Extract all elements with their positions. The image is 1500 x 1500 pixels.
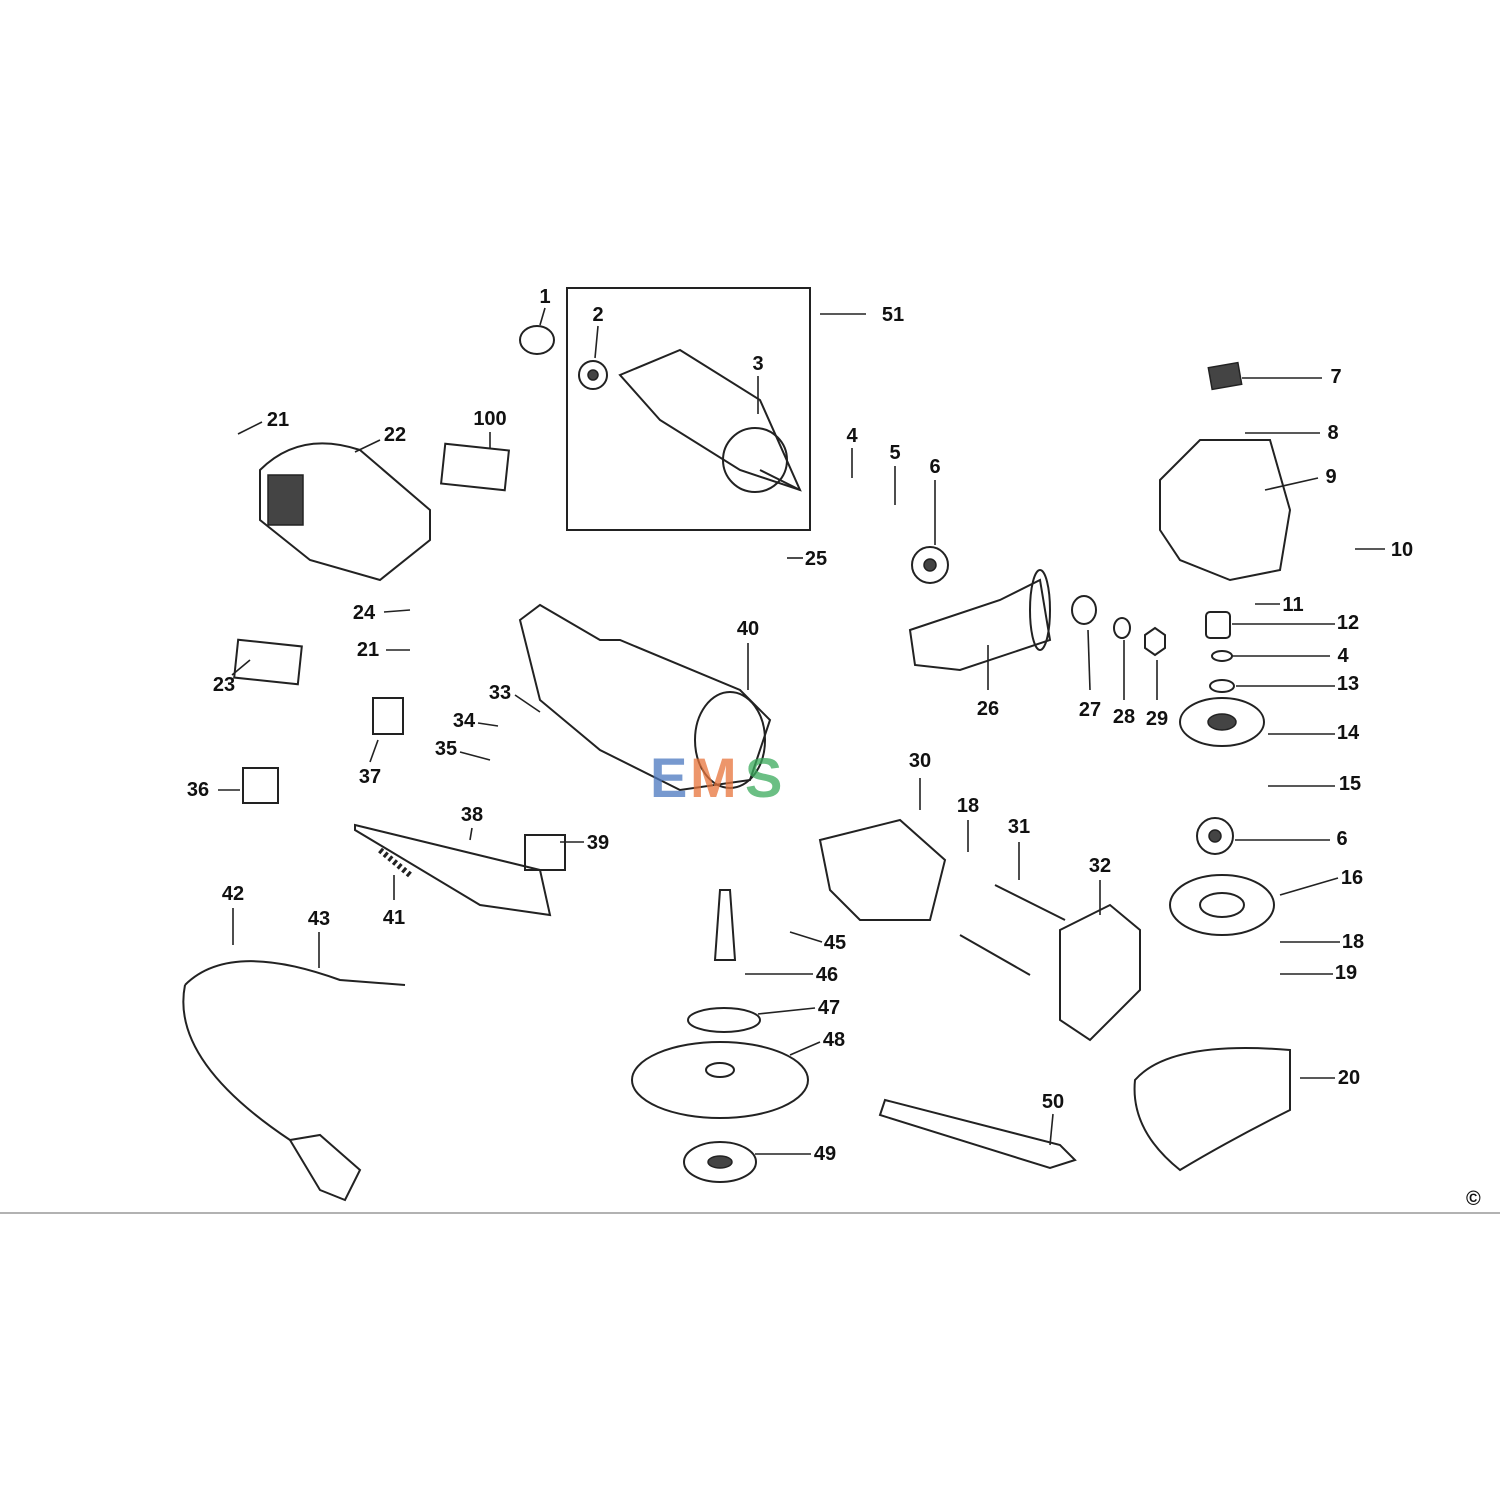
svg-text:M: M	[690, 746, 737, 809]
part-number-label: 10	[1391, 539, 1413, 561]
part-number-label: 5	[889, 442, 900, 464]
part-number-label: 35	[435, 738, 457, 760]
part-number-label: 30	[909, 750, 931, 772]
part-number-label: 6	[929, 456, 940, 478]
part-number-label: 3	[752, 353, 763, 375]
part-number-label: 37	[359, 766, 381, 788]
leader-line	[469, 827, 473, 841]
part-number-label: 33	[489, 682, 511, 704]
part-number-label: 21	[267, 409, 289, 431]
part-number-label: 13	[1337, 673, 1359, 695]
leader-line	[477, 722, 499, 727]
part-number-label: 4	[846, 425, 858, 447]
svg-text:E: E	[650, 746, 687, 809]
leader-line	[459, 751, 491, 761]
leader-line	[354, 439, 381, 453]
part-number-label: 32	[1089, 855, 1111, 877]
leader-line	[757, 1007, 816, 1015]
armature-assembly-box	[566, 287, 811, 531]
leader-line	[1279, 877, 1339, 896]
svg-text:S: S	[745, 746, 782, 809]
part-number-label: 23	[213, 674, 235, 696]
leader-line	[594, 325, 599, 359]
part-number-label: 42	[222, 883, 244, 905]
leader-line	[383, 609, 411, 613]
part-number-label: 9	[1325, 466, 1336, 488]
part-number-label: 16	[1341, 867, 1363, 889]
part-number-label: 4	[1337, 645, 1349, 667]
part-number-label: 18	[1342, 931, 1364, 953]
leader-line	[539, 307, 546, 326]
leader-line	[369, 739, 379, 763]
part-number-label: 50	[1042, 1091, 1064, 1113]
part-number-label: 29	[1146, 708, 1168, 730]
part-number-label: 36	[187, 779, 209, 801]
part-number-label: 20	[1338, 1067, 1360, 1089]
part-number-label: 8	[1327, 422, 1338, 444]
part-number-label: 21	[357, 639, 379, 661]
part-number-label: 12	[1337, 612, 1359, 634]
part-number-label: 47	[818, 997, 840, 1019]
part-number-label: 2	[592, 304, 603, 326]
part-number-label: 6	[1336, 828, 1347, 850]
part-number-label: 34	[453, 710, 476, 732]
part-number-label: 19	[1335, 962, 1357, 984]
part-number-label: 7	[1330, 366, 1341, 388]
part-number-label: 31	[1008, 816, 1030, 838]
part-number-label: 51	[882, 304, 904, 326]
part-number-label: 38	[461, 804, 483, 826]
part-number-label: 24	[353, 602, 376, 624]
part-number-label: 48	[823, 1029, 845, 1051]
part-number-label: 27	[1079, 699, 1101, 721]
part-number-label: 100	[473, 408, 506, 430]
part-number-label: 25	[805, 548, 827, 570]
part-labels: 1235121221004567891025111241314152421234…	[187, 286, 1413, 1165]
part-number-label: 28	[1113, 706, 1135, 728]
part-number-label: 11	[1282, 594, 1303, 616]
part-number-label: 14	[1337, 722, 1360, 744]
part-shapes	[182, 325, 1292, 1202]
leader-line	[237, 421, 263, 435]
part-number-label: 49	[814, 1143, 836, 1165]
leader-line	[514, 694, 541, 713]
part-number-label: 18	[957, 795, 979, 817]
part-number-label: 1	[539, 286, 550, 308]
part-number-label: 43	[308, 908, 330, 930]
leader-line	[1049, 1113, 1054, 1146]
leader-line	[231, 659, 251, 676]
leader-line	[1264, 477, 1319, 491]
leader-line	[789, 1041, 821, 1056]
copyright-mark: ©	[1466, 1188, 1481, 1210]
part-number-label: 26	[977, 698, 999, 720]
part-number-label: 45	[824, 932, 846, 954]
part-number-label: 22	[384, 424, 406, 446]
leader-line	[789, 931, 823, 943]
part-number-label: 41	[383, 907, 405, 929]
part-number-label: 39	[587, 832, 609, 854]
part-number-label: 46	[816, 964, 838, 986]
ems-watermark-logo: E M S	[650, 746, 782, 809]
leader-line	[1087, 629, 1091, 691]
part-number-label: 15	[1339, 773, 1361, 795]
part-number-label: 40	[737, 618, 759, 640]
